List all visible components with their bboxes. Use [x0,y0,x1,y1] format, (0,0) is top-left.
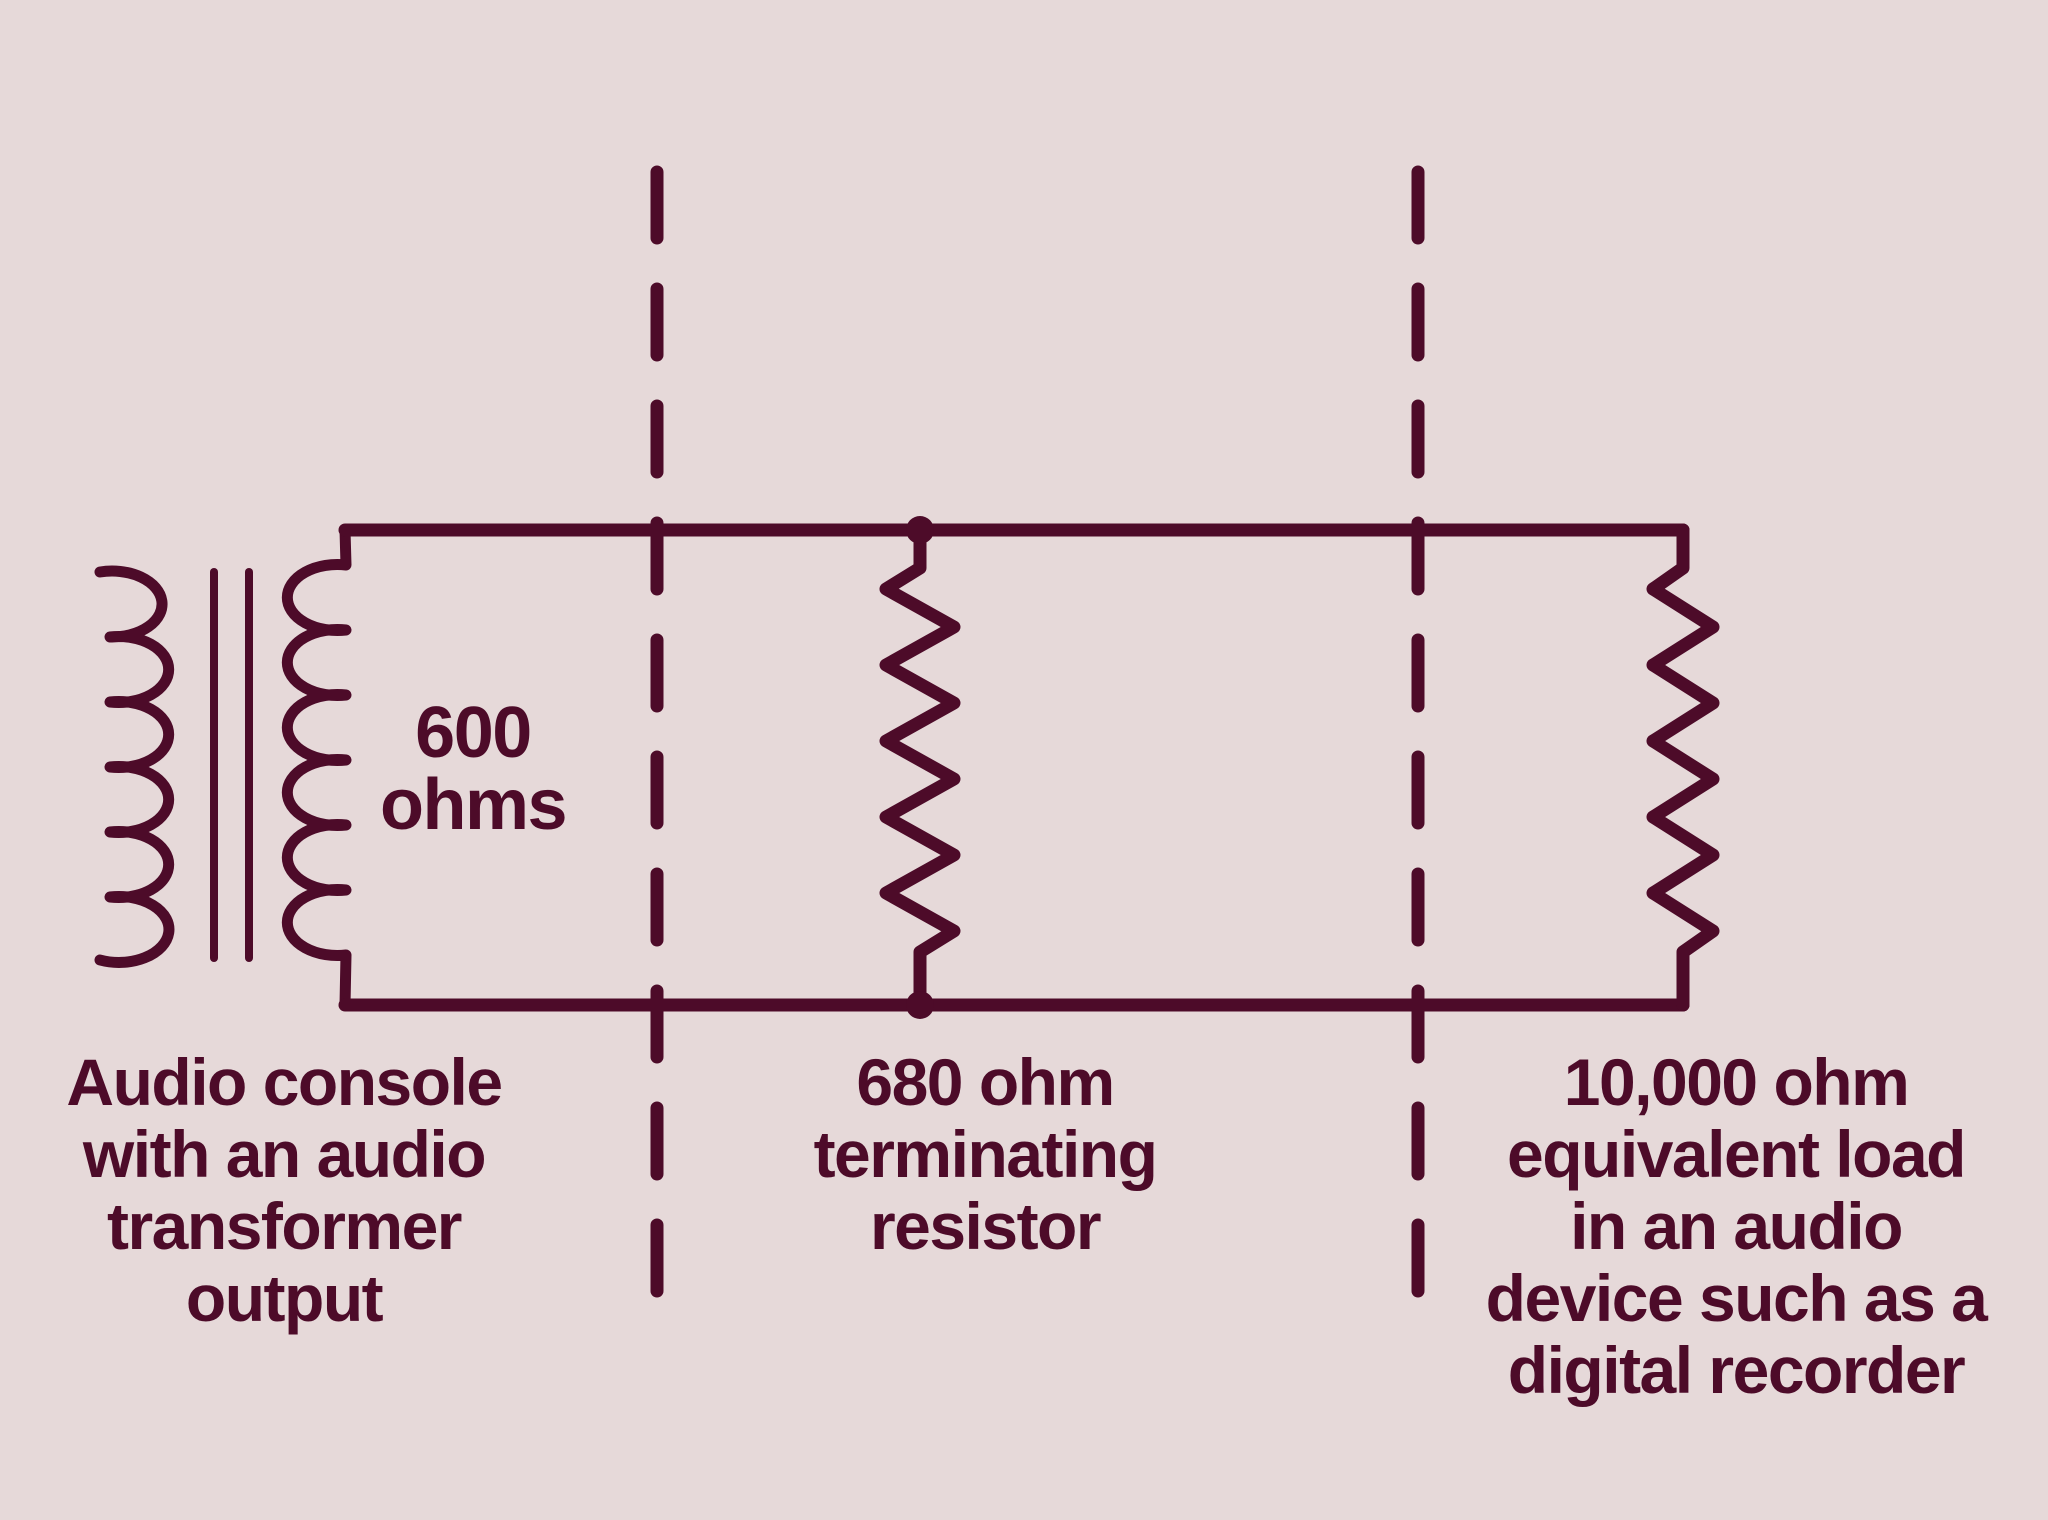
caption-line: 10,000 ohm [1564,1045,1909,1119]
caption-line: digital recorder [1508,1333,1965,1407]
caption-terminating-resistor: 680 ohm terminating resistor [814,1045,1158,1263]
caption-equivalent-load: 10,000 ohm equivalent load in an audio d… [1486,1045,1991,1407]
junction-dot-top [906,516,934,544]
caption-line: terminating [814,1117,1157,1191]
impedance-label-line: 600 [415,693,531,773]
caption-audio-console: Audio console with an audio transformer … [66,1045,503,1335]
transformer-impedance-label: 600 ohms [380,693,568,845]
caption-line: equivalent load [1507,1117,1965,1191]
caption-line: output [186,1261,384,1335]
transformer-primary-coil-icon [94,565,175,968]
caption-line: Audio console [66,1045,501,1119]
caption-line: in an audio [1570,1189,1902,1263]
junction-dot-bottom [906,991,934,1019]
transformer-symbol [94,524,352,1011]
caption-line: resistor [870,1189,1101,1263]
caption-line: 680 ohm [856,1045,1113,1119]
caption-line: device such as a [1486,1261,1989,1335]
transformer-secondary-coil-icon [281,524,352,1011]
load-resistor-icon [1646,523,1720,1012]
caption-line: with an audio [82,1117,485,1191]
caption-line: transformer [107,1189,462,1263]
impedance-label-line: ohms [380,765,566,845]
terminating-resistor-icon [879,523,961,1012]
